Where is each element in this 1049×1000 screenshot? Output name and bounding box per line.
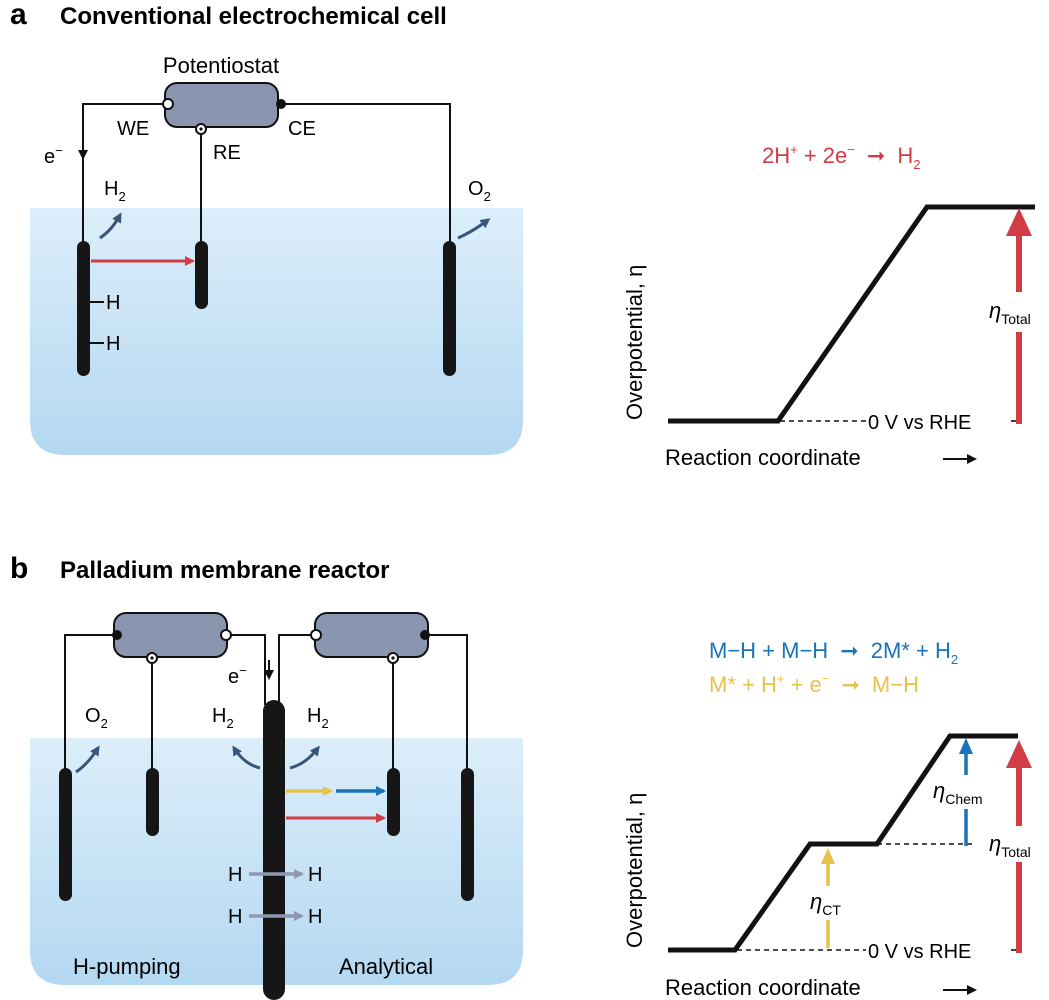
panel-a-solution — [30, 208, 523, 455]
panel-b-eta-ct: ηCT — [810, 889, 841, 918]
panel-a-energy-profile — [668, 204, 1035, 424]
panel-a-eta-total: ηTotal — [989, 298, 1031, 327]
panel-a-potentiostat — [164, 82, 279, 128]
panel-a-surface-h-1: H — [106, 292, 120, 314]
panel-b-eta-total: ηTotal — [989, 831, 1031, 860]
panel-b: b Palladium membrane reactor e− — [10, 552, 1049, 1000]
panel-b-potentiostat-left — [113, 612, 228, 658]
panel-b-pd-membrane — [263, 700, 285, 1000]
panel-b-right-compartment-label: Analytical — [339, 954, 433, 979]
panel-b-right-reference-electrode — [387, 768, 400, 836]
panel-b-eta-chem: ηChem — [933, 778, 983, 807]
panel-a-counter-electrode — [443, 241, 456, 376]
panel-a-we-terminal — [162, 98, 174, 110]
panel-b-wire-right-ce — [425, 634, 468, 770]
panel-b-o2-label: O2 — [85, 705, 108, 731]
panel-b-left-compartment-label: H-pumping — [73, 954, 181, 979]
panel-a-re-label: RE — [213, 142, 241, 164]
panel-b-ylabel: Overpotential, η — [622, 793, 647, 948]
panel-b-h-pump-1-right: H — [308, 864, 322, 886]
panel-a-ce-label: CE — [288, 118, 316, 140]
panel-a-wire-ce — [281, 103, 451, 243]
panel-b-h2-left-arrow — [232, 745, 261, 770]
panel-b-title: Palladium membrane reactor — [60, 557, 389, 584]
panel-a-o2-arrow — [457, 218, 491, 240]
panel-b-reaction-ct: M* + H+ + e−➞ M−H — [709, 671, 919, 697]
panel-b-electron-label: e− — [228, 663, 247, 688]
panel-b-wire-right-we — [278, 634, 316, 705]
panel-b-h2-right-label: H2 — [307, 705, 329, 731]
panel-a-title: Conventional electrochemical cell — [60, 3, 447, 30]
panel-b-reaction-chem: M−H + M−H➞ 2M* + H2 — [709, 638, 958, 667]
panel-a-ylabel: Overpotential, η — [622, 265, 647, 420]
panel-b-wire-left-ce — [64, 634, 117, 770]
panel-a-ce-terminal — [276, 99, 286, 109]
panel-b-letter: b — [10, 552, 28, 585]
panel-a-wire-we — [82, 103, 168, 243]
panel-a-letter: a — [10, 0, 27, 31]
panel-b-potentiostat-right — [314, 612, 429, 658]
panel-a-surface-h-2: H — [106, 333, 120, 355]
panel-b-h-pump-1-left: H — [228, 864, 242, 886]
panel-a-h2-label: H2 — [104, 178, 126, 204]
panel-a-working-electrode — [77, 241, 90, 376]
panel-b-h-pump-2-right: H — [308, 906, 322, 928]
panel-b-zero-label: 0 V vs RHE — [868, 941, 971, 963]
panel-b-left-counter-electrode — [59, 768, 72, 901]
panel-a-device-label: Potentiostat — [163, 53, 279, 78]
panel-a-reaction: 2H+ + 2e−➞ H2 — [762, 142, 921, 172]
panel-a-xlabel: Reaction coordinate — [665, 445, 861, 470]
panel-a-o2-label: O2 — [468, 178, 491, 204]
panel-b-h2-left-label: H2 — [212, 705, 234, 731]
panel-b-o2-arrow — [75, 745, 100, 774]
panel-b-energy-profile — [668, 733, 1018, 953]
panel-b-h-pump-2-left: H — [228, 906, 242, 928]
panel-a-reference-electrode — [195, 241, 208, 309]
panel-b-right-counter-electrode — [461, 768, 474, 901]
panel-b-wire-left-we — [226, 634, 266, 705]
panel-b-left-reference-electrode — [146, 768, 159, 836]
panel-a-h2-arrow — [99, 212, 122, 240]
panel-b-xlabel: Reaction coordinate — [665, 975, 861, 1000]
panel-a-we-label: WE — [117, 118, 149, 140]
panel-b-h2-right-arrow — [289, 745, 320, 770]
panel-a-electron-label: e− — [44, 143, 63, 168]
panel-a-zero-label: 0 V vs RHE — [868, 412, 971, 434]
panel-a: a Conventional electrochemical cell Pote… — [10, 0, 1049, 470]
